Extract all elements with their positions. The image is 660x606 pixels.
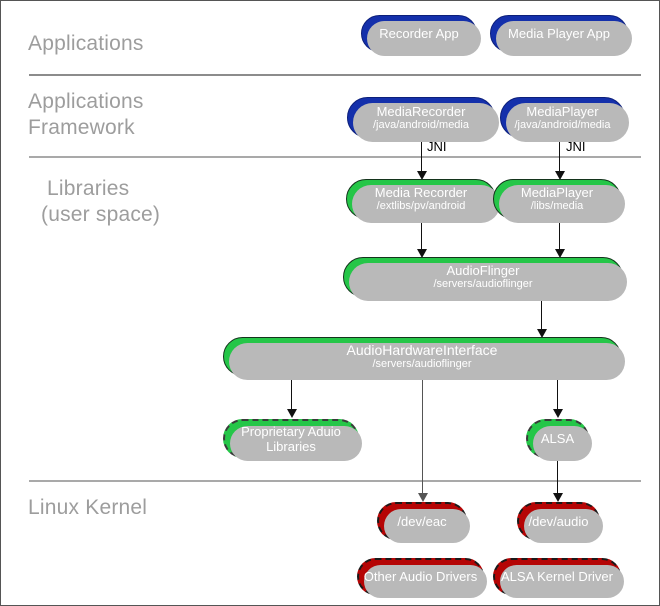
- node-title: /dev/audio: [528, 513, 589, 529]
- node-shadow: [384, 509, 470, 543]
- connector-alsa-to-devaudio: [557, 459, 558, 495]
- connector-mediaplayerlib-to-audioflinger: [559, 219, 560, 251]
- node-shadow: [500, 565, 624, 598]
- arrowhead-audiohardwareinterface-to-deveac: [418, 493, 428, 502]
- node-title: Other Audio Drivers: [363, 569, 478, 584]
- layer-label-linux-kernel: Linux Kernel: [28, 496, 148, 519]
- connector-audioflinger-to-audiohardwareinterface: [541, 298, 542, 331]
- connector-mediarecorder-jni: [421, 138, 422, 173]
- node-shadow: [352, 185, 500, 223]
- node-alsa[interactable]: ALSA: [526, 419, 592, 461]
- connector-audiohardwareinterface-to-alsa: [557, 376, 558, 411]
- arrowhead-audioflinger-to-audiohardwareinterface: [537, 329, 547, 338]
- node-shadow: [364, 565, 487, 598]
- node-title: /dev/eac: [397, 513, 447, 529]
- arrowhead-audiohardwareinterface-to-proprietary: [287, 409, 297, 418]
- arrowhead-mediaplayerlib-to-audioflinger: [555, 249, 565, 258]
- jni-label-left: JNI: [427, 139, 447, 154]
- arrowhead-alsa-to-devaudio: [553, 493, 563, 502]
- layer-label-libraries: Libraries (user space): [41, 177, 161, 226]
- node-subtitle: /servers/audioflinger: [372, 357, 472, 370]
- node-shadow: [533, 426, 592, 461]
- node-mediaplayer-framework[interactable]: MediaPlayer /java/android/media: [500, 97, 629, 142]
- connector-audiohardwareinterface-to-proprietary: [291, 376, 292, 411]
- node-dev-audio[interactable]: /dev/audio: [517, 502, 603, 543]
- node-title: MediaRecorder: [376, 103, 466, 119]
- node-shadow: [367, 21, 481, 56]
- node-title: Media Player App: [508, 26, 610, 41]
- node-subtitle: /servers/audioflinger: [433, 278, 533, 290]
- arrowhead-mediarecorderlib-to-audioflinger: [417, 249, 427, 258]
- connector-audiohardwareinterface-to-deveac: [422, 376, 423, 496]
- node-shadow: [496, 21, 632, 56]
- connector-mediaplayer-jni: [559, 138, 560, 173]
- node-audioflinger[interactable]: AudioFlinger /servers/audioflinger: [343, 257, 627, 301]
- node-shadow: [349, 263, 627, 301]
- node-subtitle: /java/android/media: [372, 118, 469, 131]
- node-title: AudioFlinger: [446, 263, 520, 278]
- layer-divider-kernel: [29, 480, 641, 482]
- node-recorder-app[interactable]: Recorder App: [361, 15, 481, 56]
- node-alsa-kernel-driver[interactable]: ALSA Kernel Driver: [493, 558, 624, 598]
- arrowhead-mediarecorder-jni: [417, 171, 427, 180]
- connector-mediarecorderlib-to-audioflinger: [421, 219, 422, 251]
- node-title: Recorder App: [379, 26, 459, 41]
- node-title: AudioHardwareInterface: [346, 341, 498, 358]
- node-shadow: [499, 185, 625, 223]
- node-shadow: [506, 103, 629, 142]
- layer-divider-framework: [29, 156, 641, 158]
- node-shadow: [524, 509, 603, 543]
- node-media-player-app[interactable]: Media Player App: [490, 15, 632, 56]
- layer-label-applications: Applications: [28, 32, 144, 55]
- node-mediaplayer-library[interactable]: MediaPlayer /libs/media: [493, 179, 625, 223]
- node-title: MediaPlayer: [520, 185, 594, 200]
- node-other-audio-drivers[interactable]: Other Audio Drivers: [357, 558, 487, 598]
- node-title: ALSA Kernel Driver: [501, 569, 613, 584]
- node-media-recorder-library[interactable]: Media Recorder /extlibs/pv/android: [346, 179, 500, 223]
- jni-label-right: JNI: [566, 139, 586, 154]
- node-mediarecorder-framework[interactable]: MediaRecorder /java/android/media: [347, 97, 499, 142]
- layer-label-applications-framework: Applications Framework: [28, 90, 144, 139]
- arrowhead-audiohardwareinterface-to-alsa: [553, 409, 563, 418]
- node-subtitle: /java/android/media: [514, 118, 611, 131]
- layer-divider-applications: [29, 74, 641, 76]
- node-subtitle: /extlibs/pv/android: [376, 200, 466, 212]
- node-dev-eac[interactable]: /dev/eac: [377, 502, 470, 543]
- node-audiohardwareinterface[interactable]: AudioHardwareInterface /servers/audiofli…: [223, 337, 625, 380]
- node-title: MediaPlayer: [526, 103, 599, 119]
- node-title: Media Recorder: [374, 185, 468, 200]
- node-proprietary-audio-libraries[interactable]: Proprietary Aduio Libraries: [223, 419, 362, 461]
- node-shadow: [230, 426, 362, 461]
- node-shadow: [353, 103, 499, 142]
- node-subtitle: /libs/media: [530, 200, 584, 212]
- node-shadow: [229, 343, 625, 380]
- arrowhead-mediaplayer-jni: [555, 171, 565, 180]
- node-title: Proprietary Aduio Libraries: [241, 423, 341, 454]
- node-title: ALSA: [540, 431, 575, 446]
